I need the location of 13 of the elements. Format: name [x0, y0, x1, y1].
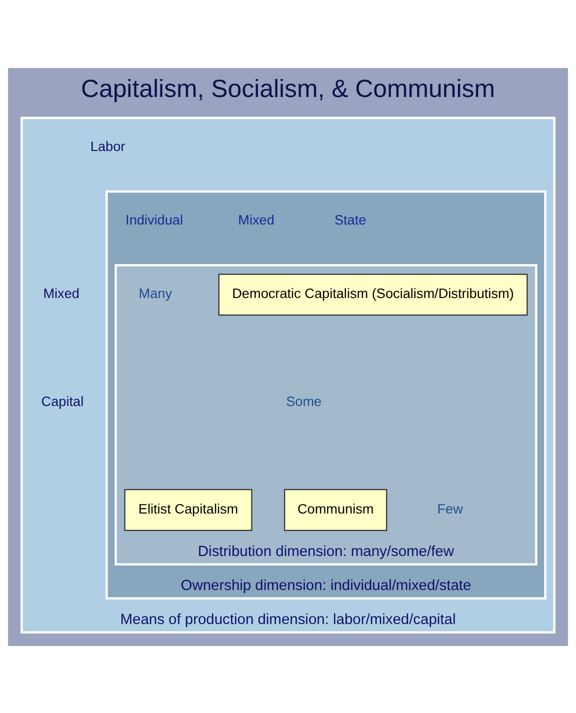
label: Some — [286, 393, 322, 408]
label: Mixed — [238, 212, 274, 228]
label: Capital — [41, 393, 84, 408]
node-box: Democratic Capitalism (Socialism/Distributism) — [218, 273, 528, 316]
diagram-title: Capitalism, Socialism, & Communism — [80, 74, 496, 103]
node-box: Communism — [284, 488, 388, 530]
label: Labor — [90, 138, 126, 154]
label: Individual — [126, 212, 183, 228]
label: Mixed — [43, 286, 80, 301]
label: State — [334, 212, 366, 228]
label: Many — [138, 286, 172, 301]
node-box: Elitist Capitalism — [124, 488, 252, 530]
label: Few — [437, 501, 463, 516]
